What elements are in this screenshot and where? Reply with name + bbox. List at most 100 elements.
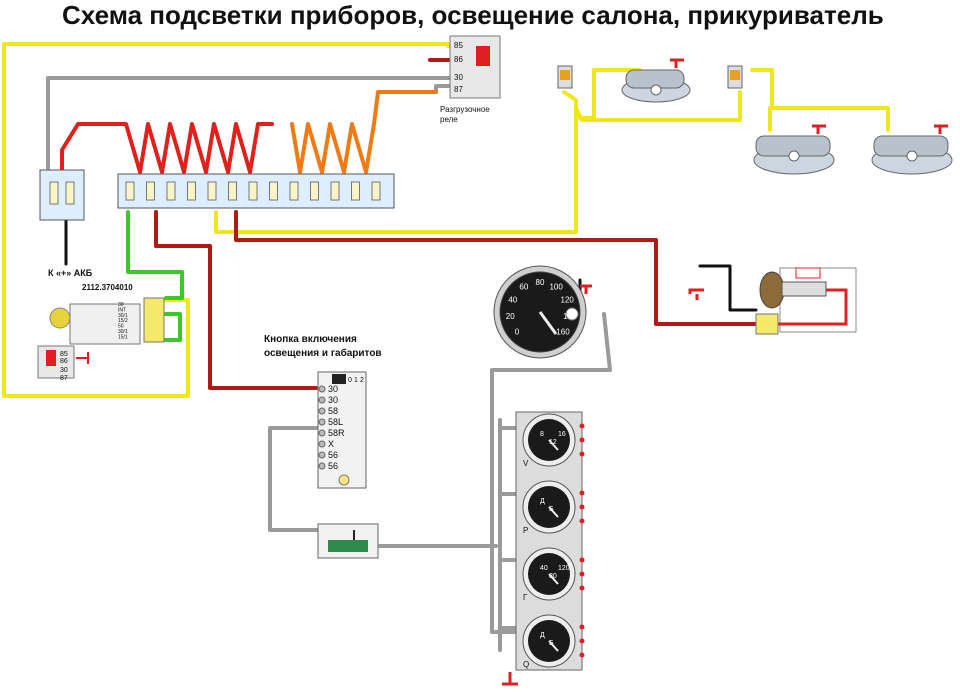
wire-yellow-lamps-4 — [750, 68, 890, 132]
discharge-relay: 85 86 30 87 Разгрузочное реле — [440, 35, 501, 124]
gauge-scale-label: Д — [540, 498, 545, 505]
gauge-scale-label: 80 — [549, 573, 557, 580]
fuse-box-main — [117, 173, 395, 209]
interior-lamp-3 — [871, 124, 953, 175]
gauge-scale-label: 16 — [558, 431, 566, 438]
fuse — [146, 181, 155, 201]
ignition-part-number: 2112.3704010 — [82, 283, 133, 292]
gauge-terminal — [579, 437, 585, 443]
gauge-terminal — [579, 652, 585, 658]
small-relay-pin-85: 85 — [60, 351, 68, 358]
gauge-letter: Q — [523, 660, 529, 669]
relay-pin-87: 87 — [454, 85, 463, 94]
gauge-scale-label: 12 — [549, 439, 557, 446]
wire-red-switch — [154, 210, 318, 390]
gauge-terminal — [579, 423, 585, 429]
switch-terminal — [318, 418, 326, 426]
gauge-scale-label: 40 — [540, 565, 548, 572]
light-switch: Кнопка включения освещения и габаритов 0… — [264, 334, 382, 489]
switch-pin-label: 30 — [328, 384, 338, 394]
fuse-slots — [125, 181, 381, 201]
fuse — [187, 181, 196, 201]
wires — [2, 42, 890, 652]
switch-pin-label: X — [328, 439, 334, 449]
battery-label: К «+» АКБ — [48, 268, 93, 278]
switch-pin-label: 58 — [328, 406, 338, 416]
relay-label-line2: реле — [440, 115, 458, 124]
small-relay-pin-86: 86 — [60, 358, 68, 365]
gauge-scale-label: 120 — [558, 565, 570, 572]
fuse — [248, 181, 258, 201]
speedometer: 020406080100120140160 — [493, 265, 592, 359]
door-switch-2 — [727, 65, 743, 89]
fuse — [228, 181, 237, 201]
fuse — [351, 181, 360, 201]
small-relay-pin-87: 87 — [60, 375, 68, 382]
gauge-terminal — [579, 490, 585, 496]
fuse — [269, 181, 278, 201]
gauge-scale-label: Д — [540, 632, 545, 639]
fuse — [207, 181, 217, 201]
switch-pos-2: 2 — [360, 377, 364, 384]
switch-pin-label: 58R — [328, 428, 345, 438]
switch-pos-1: 1 — [354, 377, 358, 384]
wire-red-zigzag — [60, 122, 274, 174]
gauge-terminal — [579, 504, 585, 510]
ignition-pin-label: 30 — [118, 302, 124, 308]
speedometer-tick-label: 60 — [519, 283, 528, 292]
gauge-letter: Г — [523, 593, 528, 602]
switch-terminal — [318, 385, 326, 393]
door-switch-1 — [557, 65, 573, 89]
dimmer-rheostat — [317, 523, 379, 559]
ignition-pin-label: 50 — [118, 324, 124, 330]
switch-terminal — [318, 429, 326, 437]
speedometer-tick-label: 160 — [556, 327, 570, 336]
wire-green-2 — [148, 312, 182, 342]
fuse — [125, 181, 135, 201]
wire-orange-zigzag — [290, 90, 438, 174]
gauge-terminal — [579, 451, 585, 457]
fuse — [371, 181, 381, 201]
switch-pin-label: 56 — [328, 461, 338, 471]
gauge-terminal — [579, 638, 585, 644]
gauge-terminal — [579, 557, 585, 563]
ignition-pin-label: 15/2 — [118, 318, 128, 324]
light-switch-label-line2: освещения и габаритов — [264, 347, 382, 359]
switch-pos-0: 0 — [348, 377, 352, 384]
wire-yellow-lamps — [214, 90, 578, 234]
relay-pin-30: 30 — [454, 73, 463, 82]
small-relay: 85 86 30 87 — [37, 345, 89, 382]
gauge-needle — [548, 640, 559, 652]
gauge-letter: V — [523, 459, 529, 468]
gauge-terminal — [579, 585, 585, 591]
switch-terminal — [318, 440, 326, 448]
speedometer-tick-label: 80 — [536, 278, 545, 287]
gauge-terminal — [579, 624, 585, 630]
ignition-pin-label: 15/1 — [118, 334, 128, 340]
cigarette-lighter — [688, 267, 857, 335]
fuse — [289, 181, 299, 201]
speedometer-tick-label: 40 — [508, 295, 517, 304]
switch-pin-label: 58L — [328, 417, 343, 427]
switch-terminal — [318, 407, 326, 415]
wire-yellow-main — [2, 42, 454, 398]
diagram-title: Схема подсветки приборов, освещение сало… — [62, 0, 884, 30]
wire-yellow-lamps-3 — [574, 90, 742, 122]
switch-terminal — [318, 451, 326, 459]
gauge-letter: P — [523, 526, 528, 535]
speedometer-tick-label: 100 — [549, 283, 563, 292]
wire-red-lighter — [234, 210, 758, 326]
switch-terminal — [318, 462, 326, 470]
gauge-terminal — [579, 571, 585, 577]
gauge-cluster: 81216VДБP4080120ГДБQ — [502, 411, 585, 686]
gauge-needle — [548, 506, 559, 518]
switch-pin-label: 30 — [328, 395, 338, 405]
relay-label-line1: Разгрузочное — [440, 105, 490, 114]
gauge-terminal — [579, 518, 585, 524]
wire-black-lighter — [698, 264, 758, 312]
wire-gray-instruments — [268, 426, 322, 532]
